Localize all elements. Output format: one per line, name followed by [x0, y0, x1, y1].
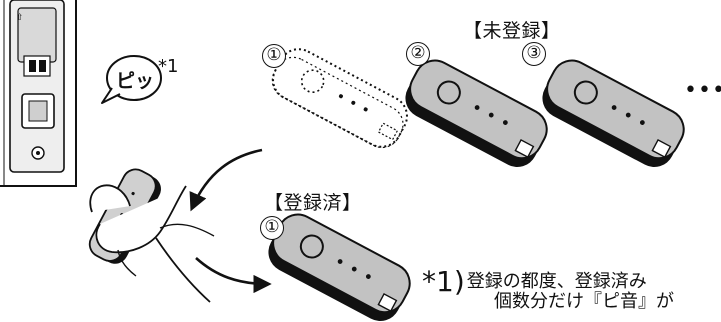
unregistered-label: 【未登録】 — [463, 20, 561, 42]
remote-key-dotted — [271, 48, 408, 149]
step-1-registered-marker: ① — [260, 216, 284, 240]
remote-key-registered — [268, 213, 411, 322]
beep-footnote-mark: *1 — [158, 56, 179, 77]
beep-text: ピッ — [116, 70, 155, 92]
hand-with-remote-icon — [88, 168, 215, 303]
footnote: *1)登録の都度、登録済み 個数分だけ『ピ音』が — [422, 268, 674, 312]
footnote-line-1: 登録の都度、登録済み — [466, 271, 647, 292]
step-1-top-marker: ① — [262, 44, 286, 68]
curved-arrow-icon — [195, 257, 272, 294]
step-2-marker: ② — [406, 42, 430, 66]
footnote-line-2: 個数分だけ『ピ音』が — [494, 291, 674, 312]
more-ellipsis: ••• — [684, 78, 721, 103]
curved-arrow-icon — [189, 148, 263, 212]
footnote-mark: *1) — [422, 265, 465, 298]
step-3-marker: ③ — [522, 42, 546, 66]
door-reader-icon: ⇧ — [0, 0, 77, 187]
beep-bubble — [101, 55, 162, 104]
svg-text:⇧: ⇧ — [16, 13, 24, 23]
remote-key-2 — [405, 59, 548, 168]
remote-key-3 — [542, 59, 685, 168]
registered-label: 【登録済】 — [264, 192, 362, 214]
